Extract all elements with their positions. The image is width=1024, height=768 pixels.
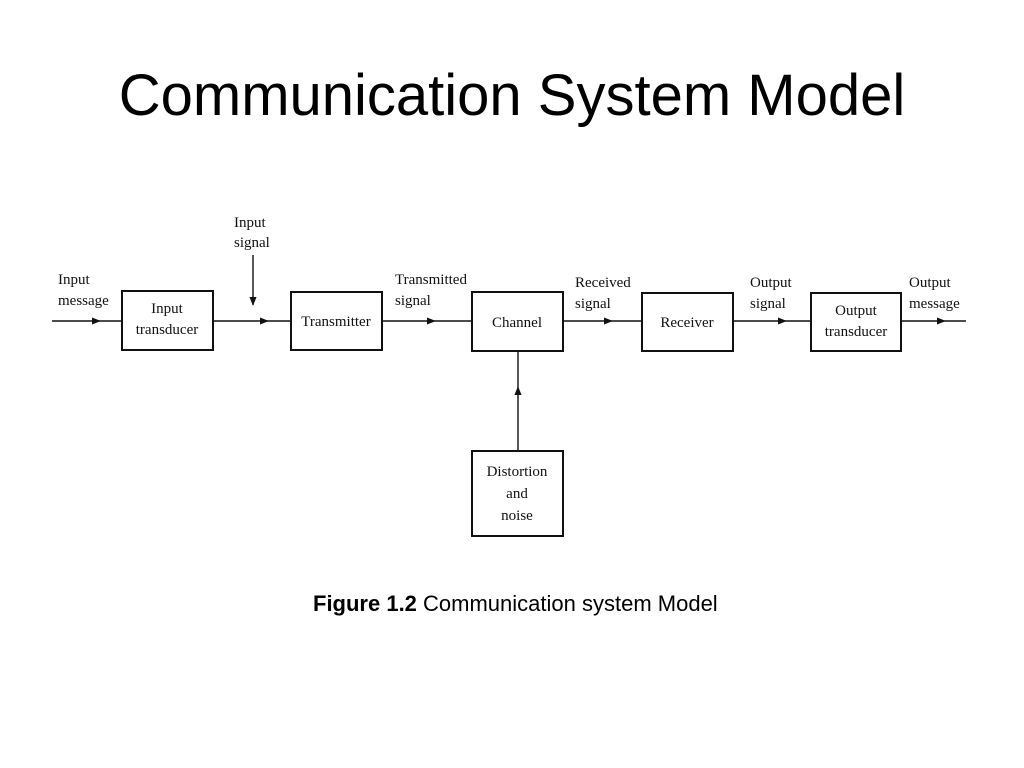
output-message-label-line2: message <box>909 296 960 312</box>
transmitter-label: Transmitter <box>301 314 370 330</box>
output-message-label-line1: Output <box>909 275 952 291</box>
output-signal-label-line2: signal <box>750 296 786 312</box>
output-signal-label-line1: Output <box>750 275 793 291</box>
output-transducer-label-line1: Output <box>835 303 878 319</box>
channel-label: Channel <box>492 315 542 331</box>
input-message-label-line2: message <box>58 293 109 309</box>
figure-caption-label: Figure 1.2 <box>313 591 417 616</box>
distortion-noise-box <box>471 450 564 537</box>
transmitted-signal-label-line1: Transmitted <box>395 272 467 288</box>
input-message-label-line1: Input <box>58 272 90 288</box>
channel-box <box>471 291 564 352</box>
distortion-noise-label-line2: and <box>506 486 528 502</box>
input-transducer-box <box>121 290 214 351</box>
transmitted-signal-label-line2: signal <box>395 293 431 309</box>
input-signal-label-line1: Input <box>234 215 266 231</box>
slide-title: Communication System Model <box>118 63 906 128</box>
distortion-noise-label-line1: Distortion <box>487 464 548 480</box>
transmitter-box <box>290 291 383 351</box>
received-signal-label-line1: Received <box>575 275 631 291</box>
receiver-box <box>641 292 734 352</box>
input-signal-label-line2: signal <box>234 235 270 251</box>
input-transducer-label-line1: Input <box>151 301 183 317</box>
receiver-label: Receiver <box>660 315 713 331</box>
input-transducer-label-line2: transducer <box>136 322 198 338</box>
figure-caption-text: Communication system Model <box>416 591 718 616</box>
received-signal-label-line2: signal <box>575 296 611 312</box>
figure-caption: Figure 1.2 Communication system Model <box>313 589 718 619</box>
output-transducer-box <box>810 292 902 352</box>
output-transducer-label-line2: transducer <box>825 324 887 340</box>
distortion-noise-label-line3: noise <box>501 508 533 524</box>
